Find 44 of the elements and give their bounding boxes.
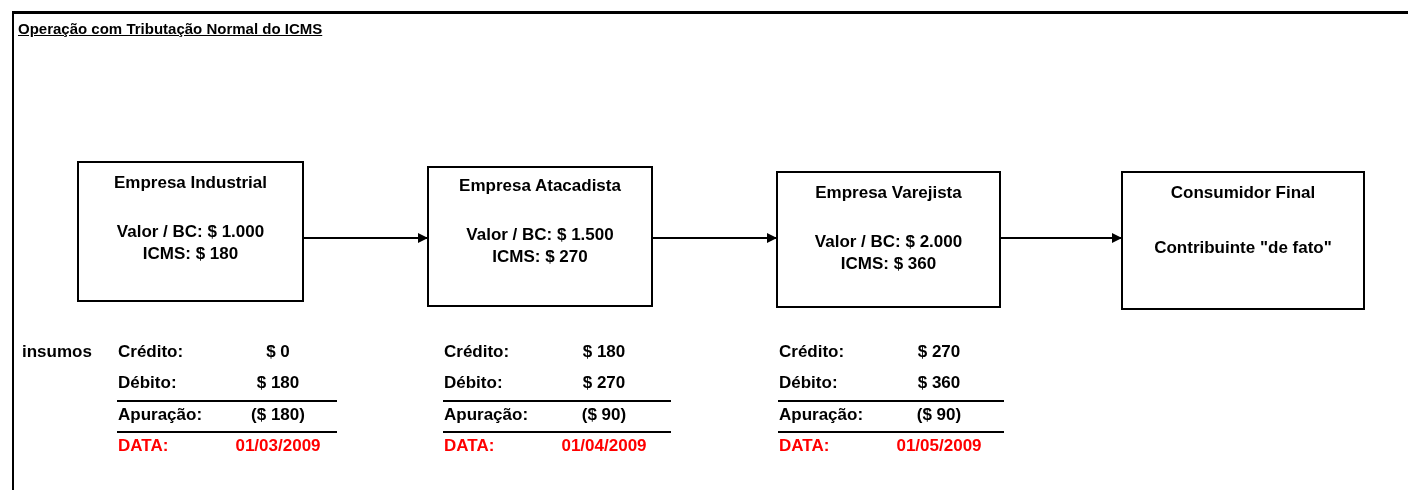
side-label: insumos: [22, 342, 93, 362]
row-value: $ 180: [581, 342, 627, 362]
row-value: ($ 90): [915, 405, 963, 425]
row-value: 01/04/2009: [560, 436, 648, 456]
row-label: DATA:: [444, 436, 496, 456]
box-heading: Empresa Varejista: [815, 183, 962, 203]
entity-box: [1121, 171, 1365, 310]
box-text: Valor / BC: $ 1.500: [466, 224, 614, 246]
diagram-title: Operação com Tributação Normal do ICMS: [18, 20, 323, 37]
box-text: Contribuinte "de fato": [1154, 237, 1332, 259]
entity-box: [77, 161, 304, 302]
row-value: $ 270: [916, 342, 962, 362]
row-value: ($ 90): [580, 405, 628, 425]
row-label: Crédito:: [444, 342, 511, 362]
box-heading: Empresa Industrial: [113, 173, 268, 193]
row-value: 01/03/2009: [234, 436, 322, 456]
row-value: ($ 180): [250, 405, 306, 425]
row-label: Crédito:: [118, 342, 185, 362]
row-label: Crédito:: [779, 342, 846, 362]
box-heading: Consumidor Final: [1170, 183, 1316, 203]
row-value: $ 0: [265, 342, 291, 362]
box-text: Valor / BC: $ 2.000: [814, 231, 963, 253]
row-label: Débito:: [444, 373, 504, 393]
arrow: [652, 233, 777, 243]
box-text: Valor / BC: $ 1.000: [116, 221, 265, 243]
row-value: $ 360: [916, 373, 962, 393]
row-value: $ 180: [255, 373, 301, 393]
entity-box: [776, 171, 1001, 308]
arrow: [303, 233, 428, 243]
box-heading: Empresa Atacadista: [459, 176, 621, 196]
box-text: ICMS: $ 180: [142, 243, 239, 265]
row-label: Débito:: [118, 373, 178, 393]
box-text: ICMS: $ 360: [840, 253, 937, 275]
box-text: ICMS: $ 270: [492, 246, 588, 268]
row-label: Débito:: [779, 373, 839, 393]
entity-box: [427, 166, 653, 307]
row-value: $ 270: [581, 373, 627, 393]
row-label: Apuração:: [118, 405, 204, 425]
row-label: Apuração:: [444, 405, 530, 425]
arrow: [1000, 233, 1122, 243]
row-label: Apuração:: [779, 405, 865, 425]
row-value: 01/05/2009: [895, 436, 983, 456]
row-label: DATA:: [779, 436, 831, 456]
row-label: DATA:: [118, 436, 170, 456]
